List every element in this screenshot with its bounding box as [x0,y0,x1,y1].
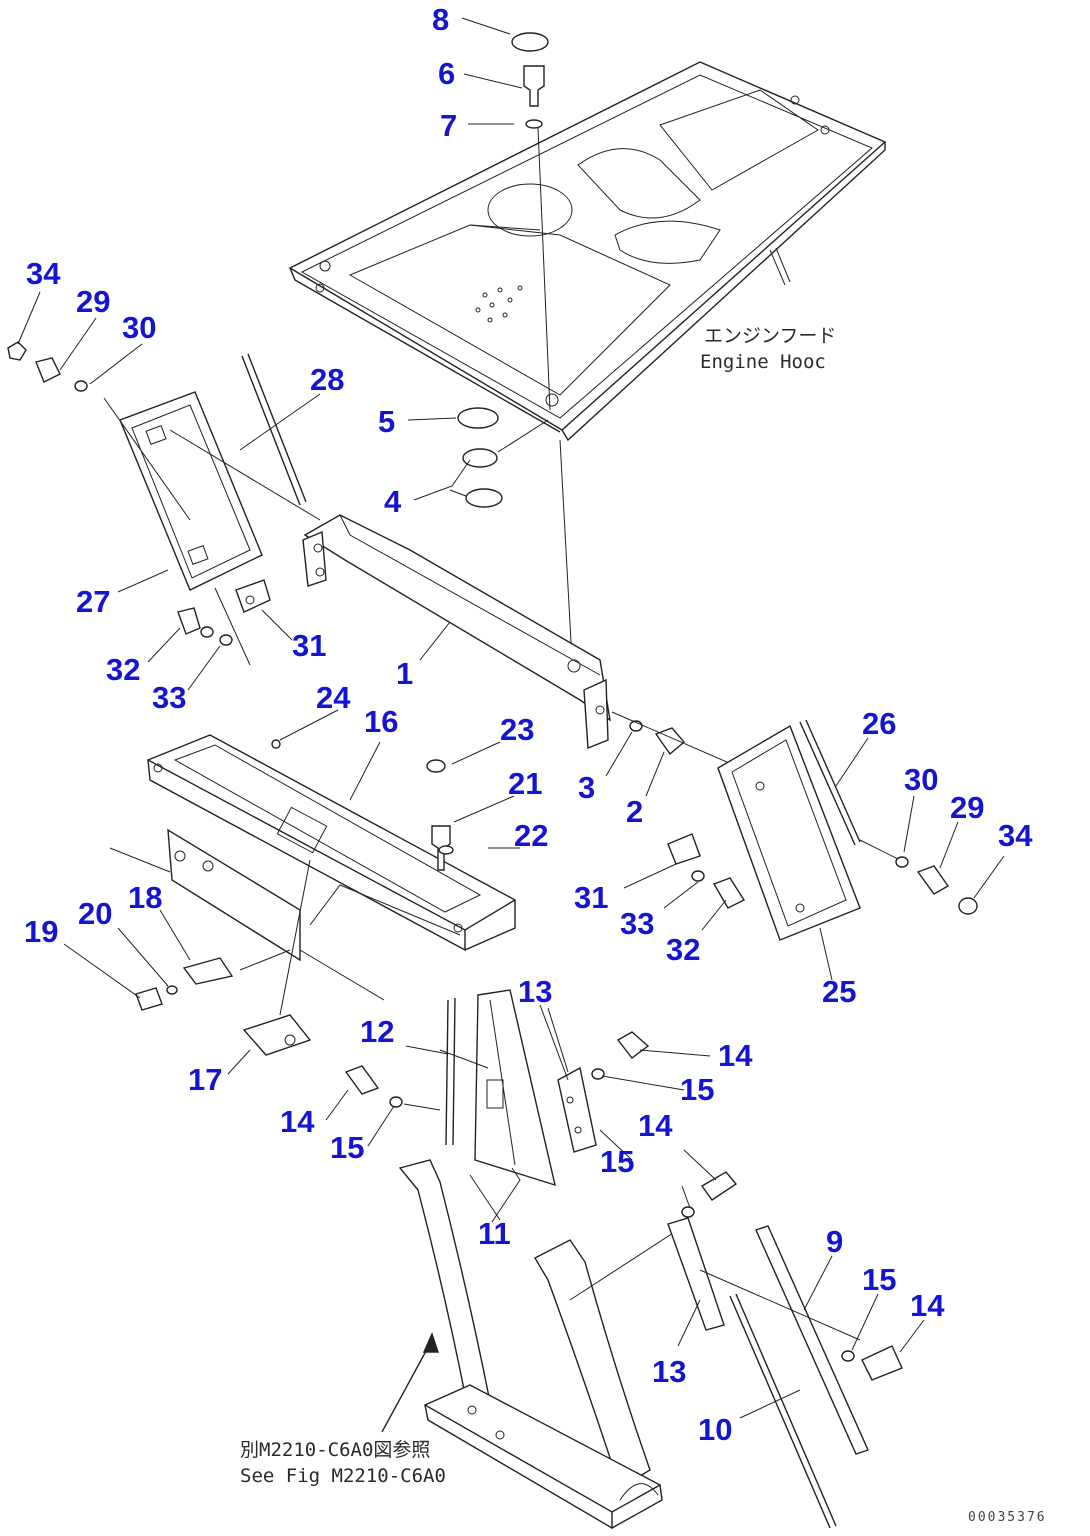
callout-33-left: 33 [152,680,187,715]
callout-18: 18 [128,880,163,915]
callout-23: 23 [500,712,535,747]
callout-14-a: 14 [718,1038,753,1073]
panel-fasteners [344,1031,903,1381]
callout-14-d: 14 [910,1288,945,1323]
right-fasteners [691,856,978,915]
callout-29-right: 29 [950,790,985,825]
upright-panel-assembly [439,989,597,1187]
callout-5: 5 [378,404,396,439]
engine-hood-label-jp: エンジンフード [704,325,837,347]
callout-9: 9 [826,1224,844,1259]
engine-hood-part [288,61,887,442]
callout-25: 25 [822,974,857,1009]
cover-fasteners [271,739,454,871]
bolt-2-washer-3 [611,711,737,767]
callout-30-right: 30 [904,762,939,797]
callout-6: 6 [438,56,456,91]
callout-13-lower: 13 [652,1354,687,1389]
callout-2: 2 [626,794,644,829]
callout-11: 11 [478,1216,511,1251]
callout-14-c: 14 [638,1108,673,1143]
callout-33-right: 33 [620,906,655,941]
callout-27: 27 [76,584,111,619]
callout-19: 19 [24,914,59,949]
right-bracket-assembly [667,719,901,941]
callout-34-right: 34 [998,818,1033,853]
callout-32-right: 32 [666,932,701,967]
callout-15-d: 15 [862,1262,897,1297]
hood-fasteners [511,32,573,661]
callout-15-b: 15 [330,1130,365,1165]
left-fasteners [7,341,233,646]
callout-17: 17 [188,1062,223,1097]
callout-3: 3 [578,770,596,805]
callout-20: 20 [78,896,113,931]
drawing-code: 00035376 [968,1510,1047,1525]
callout-31-left: 31 [292,628,327,663]
callout-13-upper: 13 [518,974,553,1009]
callout-29-left: 29 [76,284,111,319]
callout-1: 1 [396,656,414,691]
callout-15-c: 15 [600,1144,635,1179]
callout-12: 12 [360,1014,395,1049]
washers-5-4 [457,407,549,508]
callout-21: 21 [508,766,543,801]
callout-26: 26 [862,706,897,741]
see-fig-note-en: See Fig M2210-C6A0 [240,1465,446,1487]
reference-arrow [381,1332,439,1433]
see-fig-note-jp: 別M2210-C6A0図参照 [240,1439,431,1461]
callout-8: 8 [432,2,450,37]
callout-24: 24 [316,680,351,715]
callout-32-left: 32 [106,652,141,687]
lower-right-strips [667,1217,869,1529]
callout-leaders [17,17,1005,1419]
callout-31-right: 31 [574,880,609,915]
callout-14-b: 14 [280,1104,315,1139]
callout-28: 28 [310,362,345,397]
main-beam-part [302,514,611,750]
callout-15-a: 15 [680,1072,715,1107]
clip-and-plate [135,859,312,1056]
engine-hood-label-en: Engine Hooc [700,351,826,373]
cover-part-16 [109,734,517,1001]
callout-16: 16 [364,704,399,739]
left-bracket-assembly [103,353,321,666]
callout-22: 22 [514,818,549,853]
callout-34-left: 34 [26,256,61,291]
callout-4: 4 [384,484,402,519]
callout-7: 7 [440,108,458,143]
callout-10: 10 [698,1412,733,1447]
callout-30-left: 30 [122,310,157,345]
frame-legs [398,1159,691,1530]
